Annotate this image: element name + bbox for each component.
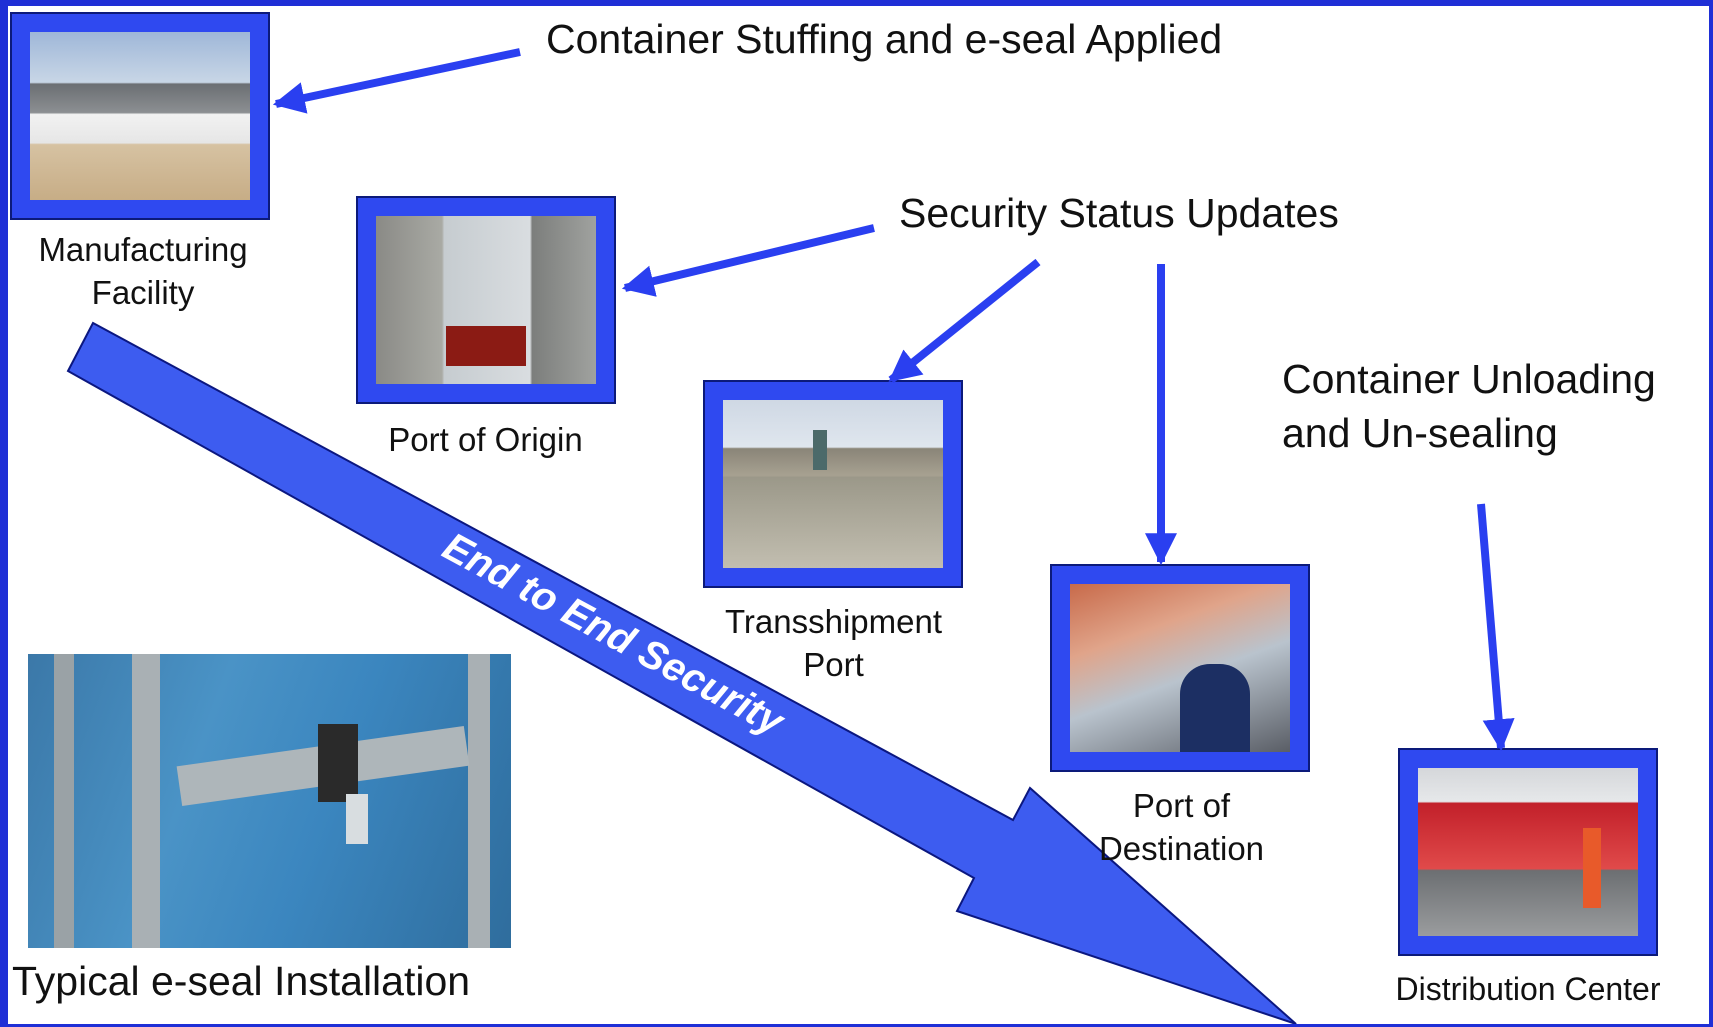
slide: End to End Security Container Stuffing a… — [8, 6, 1709, 1024]
port-of-origin-caption-text: Port of Origin — [388, 421, 583, 458]
distribution-center-photo — [1400, 750, 1656, 954]
manufacturing-caption-line2: Facility — [91, 274, 195, 311]
port-of-destination-caption: Port of Destination — [1044, 784, 1319, 870]
transshipment-port-photo — [705, 382, 961, 586]
transshipment-caption-line1: Transshipment — [724, 603, 943, 640]
distribution-caption-text: Distribution Center — [1395, 971, 1661, 1007]
unloading-callout-arrow — [1477, 503, 1515, 752]
port-of-origin-photo — [358, 198, 614, 402]
destination-caption-line2: Destination — [1098, 830, 1265, 867]
eseal-installation-photo — [28, 654, 511, 948]
container-unloading-callout-line1: Container Unloading — [1282, 356, 1656, 402]
security-status-updates-callout: Security Status Updates — [899, 190, 1339, 236]
end-to-end-security-arrow — [66, 321, 1297, 1024]
status-to-origin-arrow — [621, 224, 875, 297]
distribution-center-caption: Distribution Center — [1370, 968, 1686, 1011]
manufacturing-caption-line1: Manufacturing — [38, 231, 248, 268]
manufacturing-facility-photo — [12, 14, 268, 218]
transshipment-port-caption: Transshipment Port — [696, 600, 971, 686]
destination-caption-line1: Port of — [1132, 787, 1231, 824]
transshipment-caption-line2: Port — [803, 646, 864, 683]
container-unloading-callout-line2: and Un-sealing — [1282, 410, 1558, 456]
port-of-destination-photo — [1052, 566, 1308, 770]
port-of-origin-caption: Port of Origin — [348, 418, 623, 461]
eseal-installation-caption: Typical e-seal Installation — [12, 958, 471, 1004]
stuffing-callout-arrow — [272, 48, 521, 114]
manufacturing-facility-caption: Manufacturing Facility — [8, 228, 278, 314]
status-to-transshipment-arrow — [888, 258, 1041, 384]
arrows-overlay: End to End Security — [66, 48, 1515, 1024]
container-stuffing-callout: Container Stuffing and e-seal Applied — [546, 16, 1223, 62]
